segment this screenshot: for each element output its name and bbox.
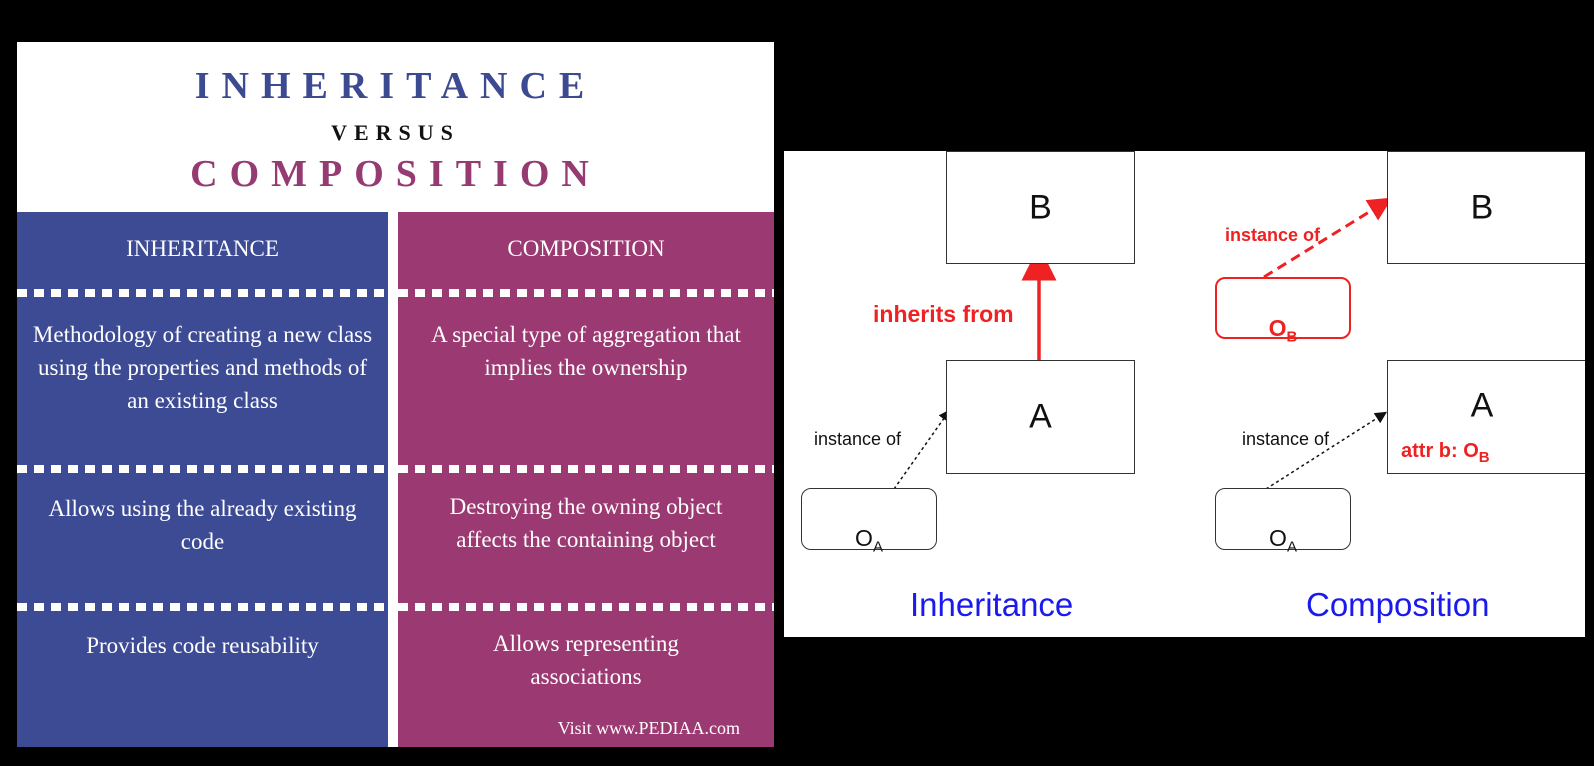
object-subscript: A [1286, 538, 1297, 556]
composition-column-header: COMPOSITION [507, 236, 665, 261]
attribute-label: attr b: OB [1401, 440, 1490, 466]
instance-of-arrow-inheritance [893, 409, 951, 490]
object-oa-inheritance: OA [801, 488, 937, 556]
class-a-label: A [1029, 397, 1052, 436]
instance-of-label-inheritance: instance of [814, 429, 902, 449]
comparison-infographic: INHERITANCE VERSUS COMPOSITION INHERITAN… [17, 42, 774, 747]
class-b-label: B [1029, 188, 1052, 226]
owned-object-name: O [1268, 315, 1287, 341]
composition-caption: Composition [1306, 586, 1490, 623]
instance-of-arrow-owned [1263, 197, 1393, 279]
uml-diagram: B A inherits from instance of OA Inherit… [784, 151, 1585, 637]
dotted-divider [17, 603, 388, 611]
relation-arrows [893, 197, 1393, 490]
object-ob-owned: OB [1215, 277, 1351, 346]
inheritance-row-1: Methodology of creating a new class usin… [32, 322, 373, 413]
title-inheritance: INHERITANCE [194, 65, 597, 107]
dotted-divider [17, 465, 388, 473]
inheritance-column: INHERITANCE Methodology of creating a ne… [17, 212, 388, 747]
composition-row-1: A special type of aggregation that impli… [431, 322, 741, 380]
class-a-box-inheritance: A [946, 360, 1135, 474]
inheritance-caption: Inheritance [910, 586, 1074, 623]
object-name: O [1269, 525, 1287, 551]
class-a-box-composition: A [1387, 360, 1585, 474]
instance-of-label-owned: instance of [1225, 225, 1321, 245]
dotted-divider [398, 603, 774, 611]
owned-object-subscript: B [1286, 328, 1298, 346]
dotted-divider [17, 289, 388, 297]
class-b-box-composition: B [1387, 151, 1585, 264]
object-name: O [855, 525, 873, 551]
dotted-divider [398, 465, 774, 473]
title-composition: COMPOSITION [190, 153, 601, 195]
attribute-subscript: B [1478, 449, 1490, 466]
infographic-header: INHERITANCE VERSUS COMPOSITION [17, 42, 774, 212]
inheritance-row-3: Provides code reusability [86, 633, 319, 658]
class-b-label: B [1470, 188, 1494, 226]
object-oa-composition: OA [1215, 488, 1351, 556]
inheritance-column-header: INHERITANCE [126, 236, 279, 261]
composition-row-3: Allows representing associations [493, 631, 679, 689]
inherits-from-label: inherits from [873, 301, 1014, 327]
composition-column: COMPOSITION A special type of aggregatio… [398, 212, 774, 747]
instance-of-arrow-composition [1265, 411, 1388, 490]
object-subscript: A [872, 538, 883, 556]
title-versus: VERSUS [331, 120, 460, 145]
source-link[interactable]: Visit www.PEDIAA.com [557, 718, 740, 738]
composition-row-2: Destroying the owning object affects the… [449, 494, 723, 552]
attribute-name: attr b: O [1401, 440, 1479, 462]
dotted-divider [398, 289, 774, 297]
inheritance-row-2: Allows using the already existing code [48, 496, 357, 554]
class-a-label: A [1470, 386, 1494, 425]
instance-of-label-composition: instance of [1242, 429, 1330, 449]
class-b-box-inheritance: B [946, 151, 1135, 264]
